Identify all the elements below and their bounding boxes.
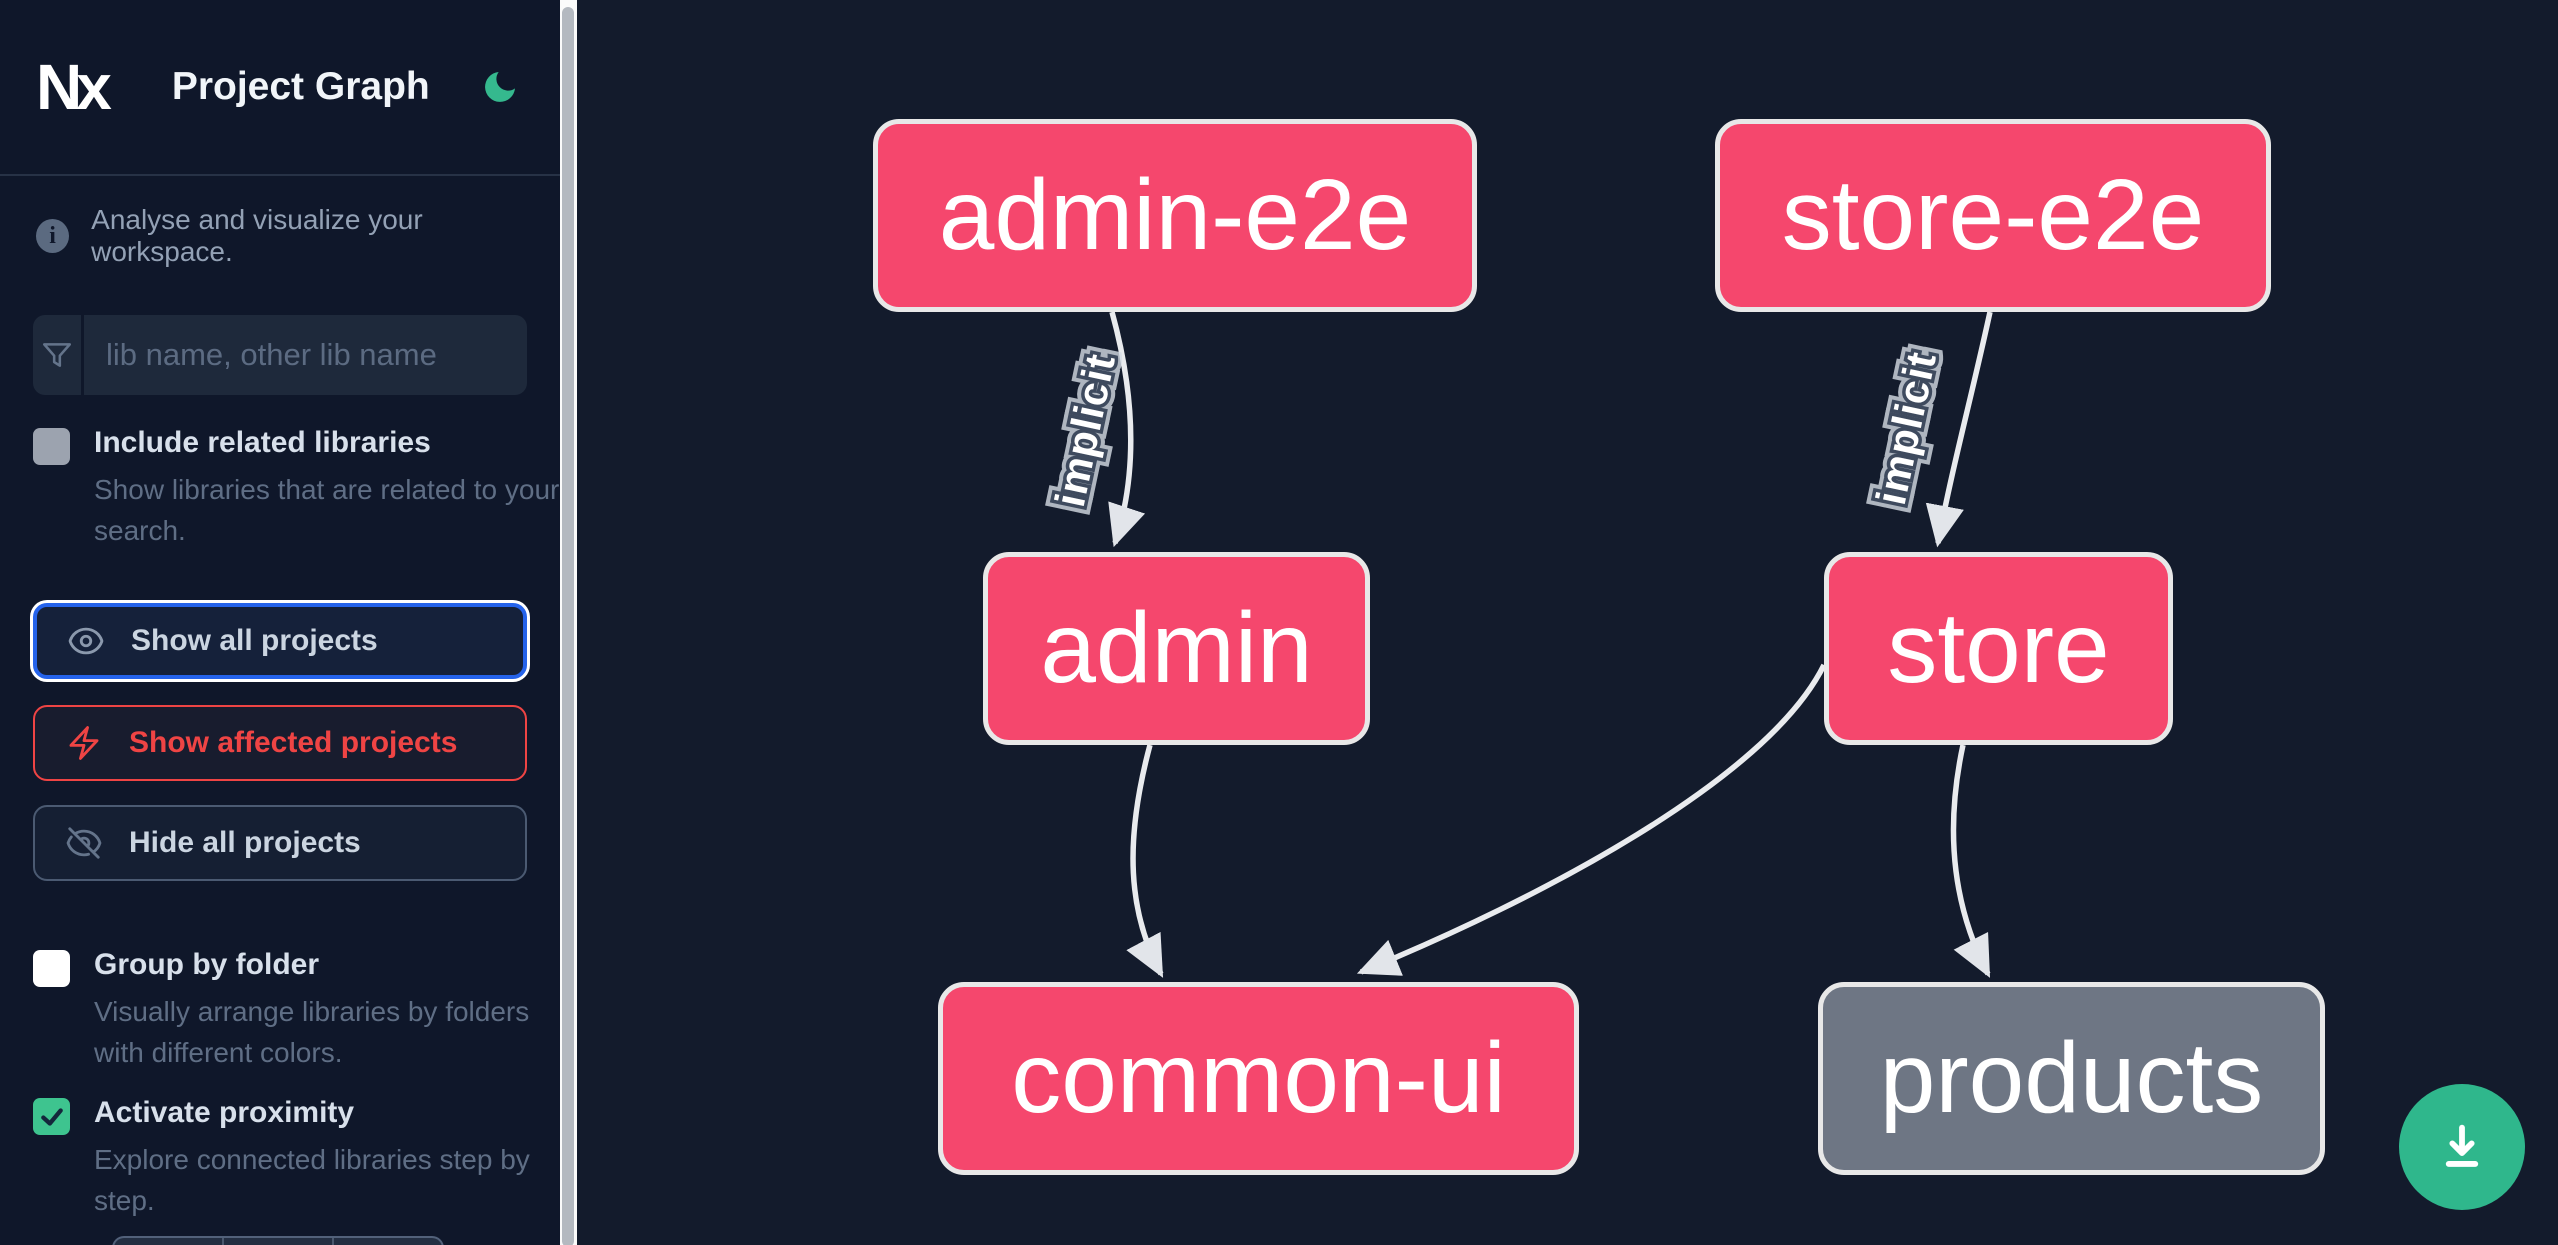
include-related-checkbox[interactable]: [33, 428, 70, 465]
svg-text:implicit: implicit: [1046, 349, 1124, 510]
sidebar-header: Nx Project Graph: [0, 0, 560, 176]
page-title: Project Graph: [171, 65, 430, 108]
toggle-label: Include related libraries: [94, 426, 431, 459]
graph-node-common-ui[interactable]: common-ui: [938, 982, 1579, 1175]
group-by-folder-checkbox[interactable]: [33, 950, 70, 987]
activate-proximity-checkbox[interactable]: [33, 1098, 70, 1135]
svg-text:implicit: implicit: [1867, 347, 1945, 508]
toggle-label: Activate proximity: [94, 1096, 355, 1129]
download-icon: [2445, 1124, 2479, 1167]
graph-edge-admin-common-ui: [1126, 744, 1164, 978]
toggle-description: Show libraries that are related to your …: [94, 474, 560, 546]
eye-icon: [68, 627, 104, 655]
check-icon: [40, 1107, 63, 1126]
toggle-description: Explore connected libraries step by step…: [94, 1144, 530, 1216]
graph-node-store-e2e[interactable]: store-e2e: [1715, 119, 2271, 312]
hide-all-projects-button[interactable]: Hide all projects: [33, 805, 527, 881]
graph-edge-admin-e2e-admin: [1108, 311, 1146, 548]
button-label: Hide all projects: [129, 826, 361, 859]
proximity-stepper[interactable]: [112, 1236, 444, 1245]
graph-edge-store-e2e-store: [1925, 311, 1993, 548]
toggle-label: Group by folder: [94, 948, 319, 981]
eye-slash-icon: [66, 827, 102, 859]
download-button[interactable]: [2399, 1084, 2525, 1210]
filter-icon: [33, 315, 84, 395]
search-input[interactable]: [84, 315, 527, 395]
toggle-group-by-folder: Group by folder Visually arrange librari…: [33, 948, 564, 1073]
show-all-projects-button[interactable]: Show all projects: [33, 603, 527, 679]
moon-icon[interactable]: [480, 67, 520, 107]
toggle-description: Visually arrange libraries by folders wi…: [94, 996, 530, 1068]
search-box: [33, 315, 527, 395]
graph-node-admin-e2e[interactable]: admin-e2e: [873, 119, 1477, 312]
bolt-icon: [69, 726, 99, 760]
graph-node-products[interactable]: products: [1818, 982, 2325, 1175]
workspace-info: i Analyse and visualize your workspace.: [36, 204, 560, 268]
graph-node-admin[interactable]: admin: [983, 552, 1370, 745]
graph-edge-store-products: [1950, 744, 1991, 978]
button-label: Show affected projects: [129, 726, 458, 759]
sidebar: Nx Project Graph i Analyse and visualize…: [0, 0, 560, 1245]
scrollbar-thumb[interactable]: [562, 7, 574, 1245]
button-label: Show all projects: [131, 624, 378, 657]
info-text: Analyse and visualize your workspace.: [91, 204, 423, 267]
sidebar-scrollbar[interactable]: [560, 0, 577, 1245]
toggle-include-related-libraries: Include related libraries Show libraries…: [33, 426, 564, 551]
show-affected-projects-button[interactable]: Show affected projects: [33, 705, 527, 781]
graph-edge-store-common-ui: [1356, 663, 1827, 976]
nx-logo: Nx: [36, 51, 112, 123]
info-icon: i: [36, 219, 70, 253]
toggle-activate-proximity: Activate proximity Explore connected lib…: [33, 1096, 564, 1221]
graph-node-store[interactable]: store: [1824, 552, 2173, 745]
